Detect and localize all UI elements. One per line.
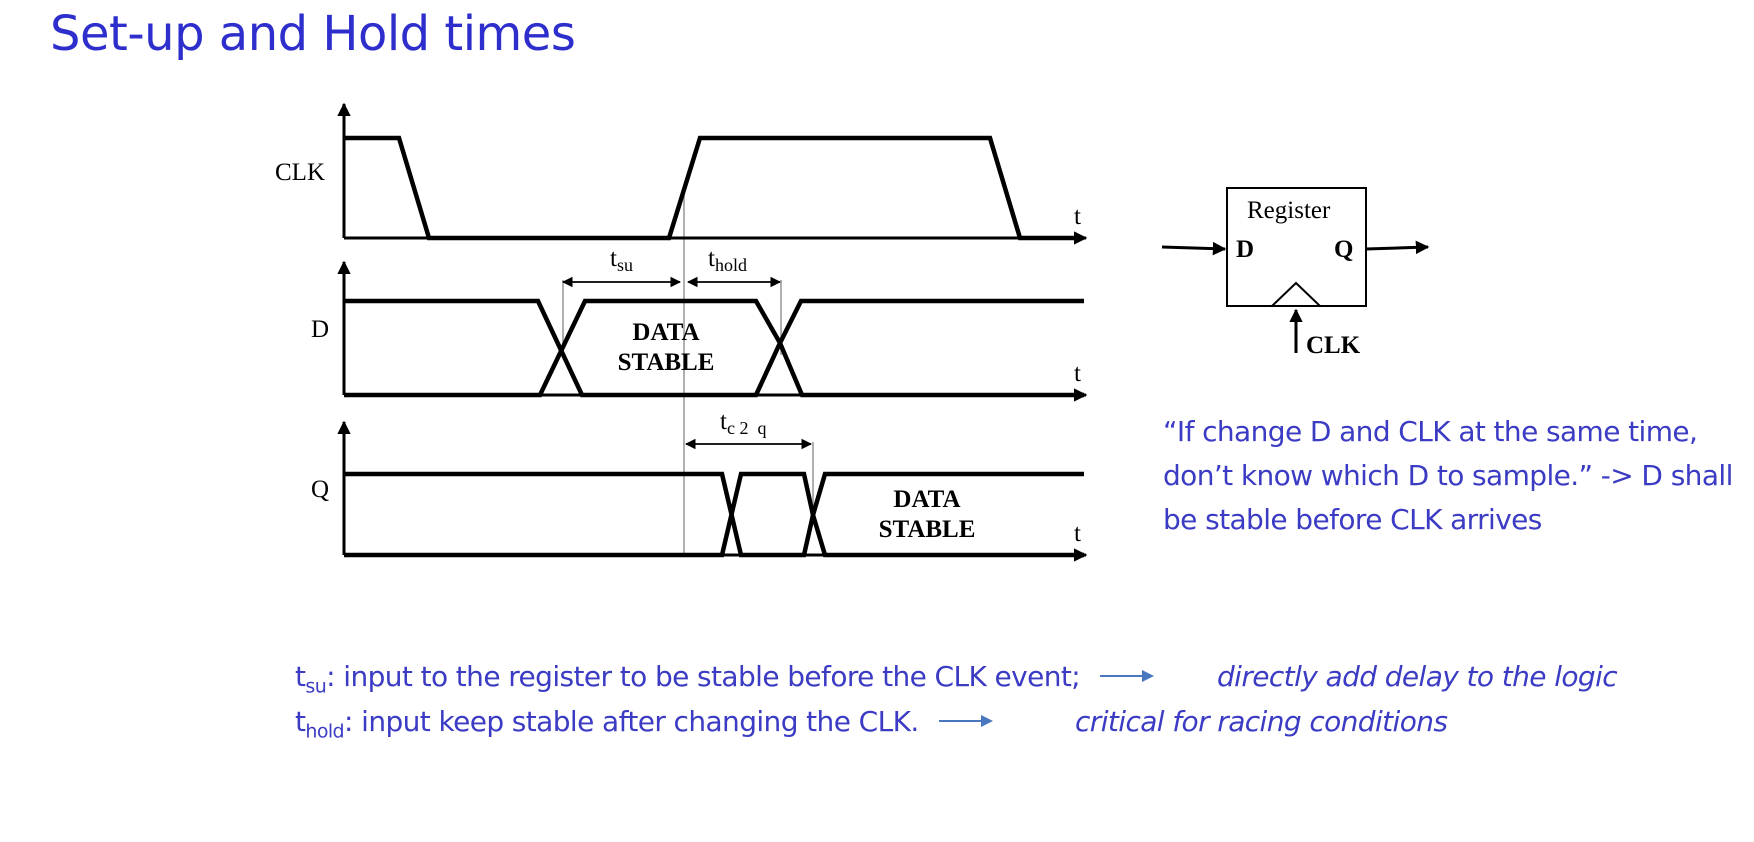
- register-clk-label: CLK: [1306, 332, 1361, 359]
- q-waveform-top: [344, 471, 1084, 558]
- register-q-port: Q: [1334, 236, 1353, 263]
- slide-title: Set-up and Hold times: [50, 6, 576, 62]
- q-signal-label: Q: [311, 476, 329, 503]
- register-clock-triangle: [1271, 281, 1321, 307]
- quote-note: “If change D and CLK at the same time, d…: [1163, 415, 1733, 536]
- d-waveform-bottom: [344, 298, 1084, 398]
- thold-label: thold: [708, 245, 747, 275]
- tsu-note-text: : input to the register to be stable bef…: [326, 660, 1081, 693]
- tsu-arrow-icon: [1100, 670, 1155, 682]
- tsu-note: tsu: input to the register to be stable …: [295, 660, 1618, 704]
- thold-note-subscript: hold: [305, 720, 344, 743]
- q-time-label: t: [1074, 520, 1081, 547]
- thold-arrow-icon: [938, 715, 993, 727]
- clk-waveform: [344, 135, 1076, 241]
- register-d-port: D: [1236, 236, 1254, 263]
- thold-note-consequence: critical for racing conditions: [1075, 705, 1448, 738]
- d-time-label: t: [1074, 360, 1081, 387]
- tsu-note-consequence: directly add delay to the logic: [1217, 660, 1618, 693]
- tsu-note-symbol: t: [295, 660, 306, 693]
- d-data-stable-line1: DATA: [632, 319, 699, 346]
- d-data-stable-line2: STABLE: [618, 349, 715, 376]
- register-title: Register: [1247, 197, 1331, 224]
- clk-time-label: t: [1074, 203, 1081, 230]
- q-data-stable-line1: DATA: [893, 486, 960, 513]
- thold-note-text: : input keep stable after changing the C…: [344, 705, 919, 738]
- q-waveform-bottom: [344, 471, 1084, 558]
- q-data-stable-line2: STABLE: [879, 516, 976, 543]
- d-signal-label: D: [311, 316, 329, 343]
- tsu-label: tsu: [610, 245, 633, 275]
- thold-note-symbol: t: [295, 705, 306, 738]
- tc2q-label: tc 2 q: [720, 408, 766, 438]
- register-box: [1226, 187, 1367, 307]
- register-output-arrow: [1365, 240, 1430, 255]
- clk-signal-label: CLK: [275, 159, 325, 186]
- d-waveform-top: [344, 298, 1084, 398]
- tsu-note-subscript: su: [305, 675, 327, 698]
- register-input-arrow: [1161, 241, 1227, 256]
- thold-note: thold: input keep stable after changing …: [295, 705, 1448, 749]
